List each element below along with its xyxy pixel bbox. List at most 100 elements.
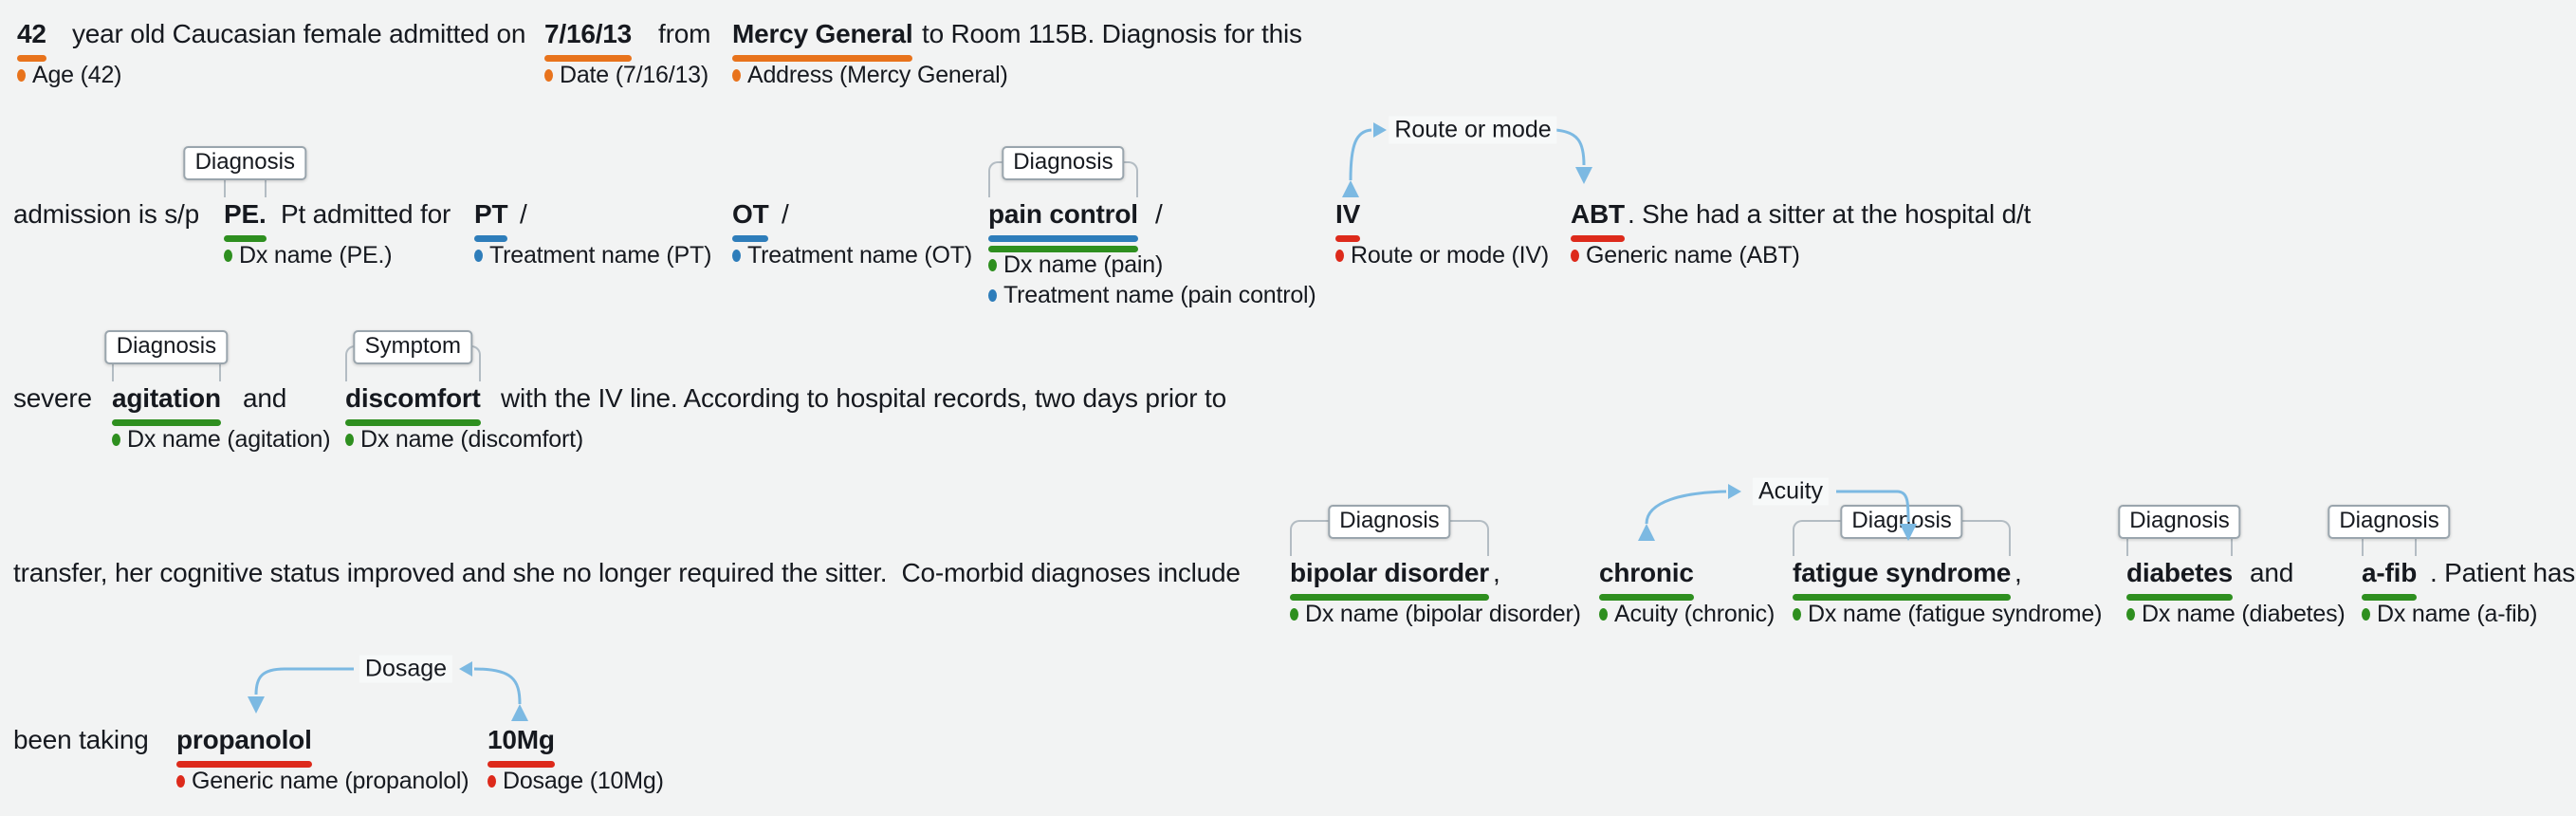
green-label-dot-icon (1290, 608, 1298, 621)
category-box: Diagnosis (2118, 505, 2241, 539)
category-box: Diagnosis (1002, 146, 1125, 180)
green-label-dot-icon (224, 250, 232, 262)
red-label-dot-icon (1571, 250, 1579, 262)
plain-text: and (2250, 558, 2294, 587)
entity-text[interactable]: a-fib (2362, 558, 2418, 587)
relation-arrow-line (1645, 490, 1727, 525)
entity-text[interactable]: IV (1335, 199, 1361, 229)
entity-label-text: Treatment name (OT) (747, 242, 972, 269)
plain-text: . Patient has (2430, 558, 2576, 587)
entity-label-text: Dx name (discomfort) (360, 426, 583, 453)
plain-text: Pt admitted for (281, 199, 451, 229)
red-label-dot-icon (176, 775, 185, 788)
plain-text: admission is s/p (13, 199, 199, 229)
entity-token[interactable]: OT Treatment name (OT) (732, 199, 972, 269)
entity-label-row: Dx name (bipolar disorder) (1290, 602, 1581, 627)
entity-text[interactable]: 7/16/13 (544, 19, 633, 48)
entity-label-row: Dx name (agitation) (112, 426, 331, 453)
text-token: . Patient has (2430, 558, 2575, 588)
entity-label-text: Dx name (diabetes) (2142, 601, 2346, 627)
blue-label-dot-icon (474, 250, 483, 262)
entity-token[interactable]: PT Treatment name (PT) (474, 199, 711, 269)
entity-label-text: Dx name (a-fib) (2377, 601, 2538, 627)
plain-text: / (1155, 199, 1163, 229)
red-underline (176, 761, 312, 768)
orange-underline (732, 55, 913, 62)
relation-arrowhead-icon (1728, 484, 1741, 499)
entity-label-text: Acuity (chronic) (1614, 601, 1776, 627)
orange-label-dot-icon (544, 69, 553, 82)
entity-text[interactable]: fatigue syndrome (1793, 558, 2012, 587)
entity-text[interactable]: Mercy General (732, 19, 913, 48)
red-label-dot-icon (1335, 250, 1344, 262)
entity-text[interactable]: OT (732, 199, 769, 229)
entity-text[interactable]: bipolar disorder (1290, 558, 1489, 587)
entity-text[interactable]: pain control (988, 199, 1138, 229)
plain-text: , (1493, 558, 1500, 587)
text-token: and (2250, 558, 2293, 588)
blue-underline (474, 235, 508, 242)
entity-text[interactable]: ABT (1571, 199, 1625, 229)
entity-label-text: Age (42) (32, 62, 122, 88)
entity-label-row: Dx name (PE.) (224, 242, 393, 269)
green-label-dot-icon (2362, 608, 2370, 621)
relation-arrow-line (254, 667, 354, 695)
green-label-dot-icon (1793, 608, 1801, 621)
entity-text[interactable]: discomfort (345, 383, 481, 413)
entity-text[interactable]: propanolol (176, 725, 312, 754)
entity-label-row: Dx name (pain) (988, 252, 1163, 278)
entity-label-row: Dx name (fatigue syndrome) (1793, 602, 2102, 627)
green-label-dot-icon (988, 259, 997, 271)
relation-arrow-line (1555, 128, 1586, 166)
plain-text: from (658, 19, 711, 48)
entity-text[interactable]: diabetes (2126, 558, 2233, 587)
entity-label-row: Dx name (a-fib) (2362, 602, 2537, 627)
entity-text[interactable]: PE. (224, 199, 267, 229)
entity-text[interactable]: 10Mg (488, 725, 555, 754)
entity-label-text: Dx name (agitation) (127, 426, 331, 453)
green-label-dot-icon (1599, 608, 1608, 621)
relation-arrow-line (473, 667, 522, 705)
entity-label-row: Treatment name (PT) (474, 243, 711, 269)
entity-text[interactable]: 42 (17, 19, 46, 48)
entity-label-text: Generic name (ABT) (1586, 242, 1800, 269)
relation-label: Route or mode (1389, 116, 1557, 144)
entity-text[interactable]: agitation (112, 383, 221, 413)
relation-label: Acuity (1752, 477, 1830, 506)
green-underline (1290, 594, 1489, 601)
text-token: / (782, 199, 789, 230)
entity-token[interactable]: diabetes Diagnosis Dx name (diabetes) (2118, 505, 2346, 627)
entity-label-text: Dx name (PE.) (239, 242, 393, 269)
entity-label-text: Date (7/16/13) (560, 62, 709, 88)
text-token: / (520, 199, 527, 230)
entity-text[interactable]: chronic (1599, 558, 1694, 587)
plain-text: and (243, 383, 287, 413)
plain-text: been taking (13, 725, 149, 754)
entity-text[interactable]: PT (474, 199, 508, 229)
red-underline (1571, 235, 1625, 242)
text-token: , (2015, 558, 2022, 588)
entity-token[interactable]: ABT Generic name (ABT) (1571, 199, 1800, 269)
plain-text: / (782, 199, 789, 229)
text-token: , (1493, 558, 1500, 588)
entity-label-row: Address (Mercy General) (732, 63, 1008, 88)
red-underline (1335, 235, 1361, 242)
text-token: severe (13, 383, 92, 414)
orange-underline (17, 55, 46, 62)
text-token: admission is s/p (13, 199, 199, 230)
